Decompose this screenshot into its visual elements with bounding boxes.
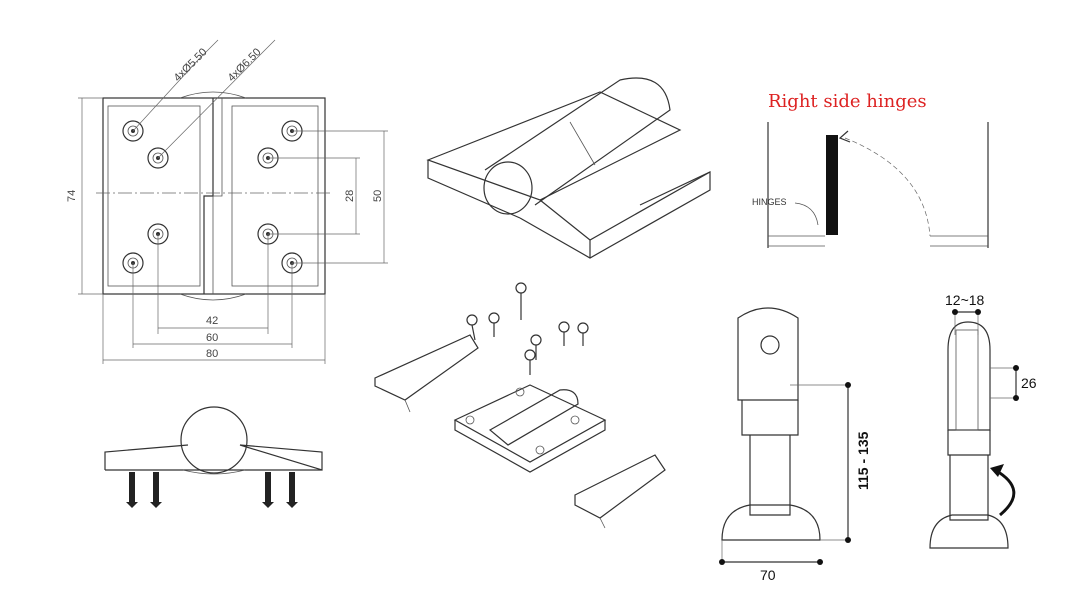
door-swing-diagram: Right side hinges HINGES — [752, 91, 989, 248]
screw — [515, 282, 527, 320]
dim-width-mid: 60 — [206, 332, 218, 344]
dim-height-outer: 50 — [372, 190, 384, 202]
hole-callout-large: 4xØ6.50 — [226, 46, 264, 84]
hinge-outline — [102, 97, 326, 295]
screw — [488, 312, 500, 337]
dim-width-inner: 42 — [206, 315, 218, 327]
support-leg-front: 115 - 135 70 — [719, 307, 871, 583]
dim-thickness: 12~18 — [945, 292, 985, 308]
hinge-isometric — [426, 77, 711, 259]
screw — [286, 472, 298, 508]
screw — [577, 322, 589, 346]
screw — [150, 472, 162, 508]
screw — [262, 472, 274, 508]
screw — [524, 349, 536, 375]
support-leg-side: 12~18 26 — [929, 292, 1037, 549]
dim-height-inner: 28 — [344, 190, 356, 202]
screw — [466, 314, 478, 341]
diagram-title: Right side hinges — [768, 91, 927, 112]
screw — [126, 472, 138, 508]
screw — [530, 334, 542, 360]
hinge-front-view — [104, 406, 323, 508]
hinge-top-view: 4xØ5.50 4xØ6.50 74 28 50 42 60 80 — [66, 39, 388, 364]
dim-height-total: 74 — [66, 190, 78, 202]
dim-width-total: 80 — [206, 348, 218, 360]
screw — [558, 321, 570, 346]
rotate-arrow-icon — [994, 468, 1016, 517]
dim-slot-height: 26 — [1021, 375, 1037, 391]
dim-leg-base: 70 — [760, 567, 776, 583]
hole-callout-small: 4xØ5.50 — [172, 46, 210, 84]
hinges-callout: HINGES — [752, 197, 787, 207]
hinge-exploded-view — [374, 282, 666, 529]
dim-leg-height: 115 - 135 — [855, 431, 871, 490]
door-panel — [826, 135, 838, 235]
